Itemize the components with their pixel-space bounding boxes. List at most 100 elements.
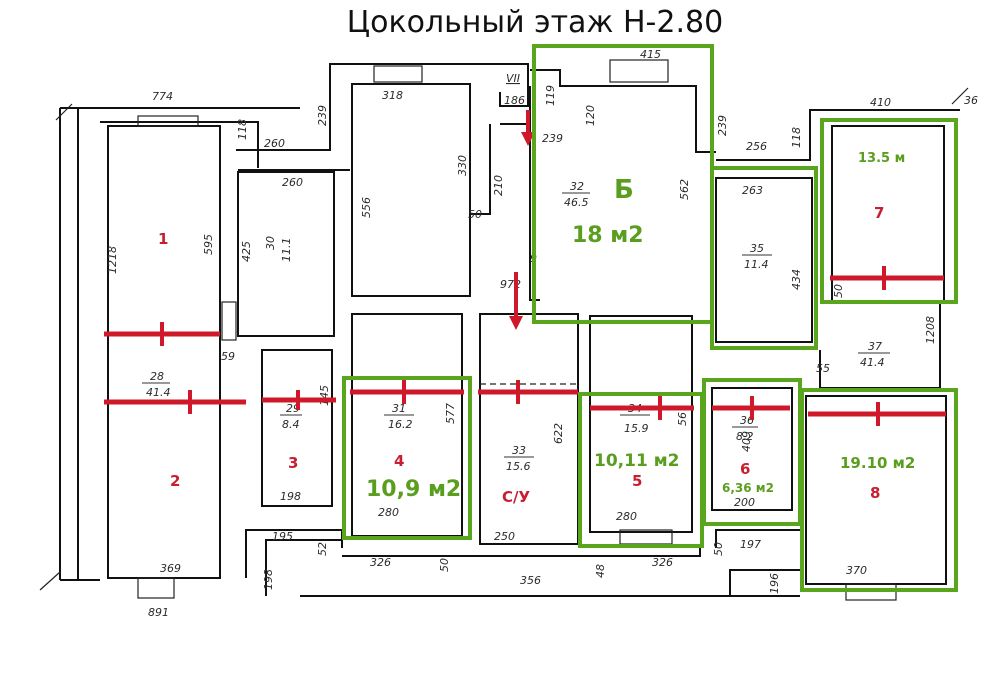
svg-text:256: 256 <box>746 140 767 153</box>
svg-text:1218: 1218 <box>106 246 119 274</box>
svg-text:11.4: 11.4 <box>744 258 769 271</box>
svg-text:56: 56 <box>676 412 689 426</box>
plan-title: Цокольный этаж Н-2.80 <box>347 5 723 40</box>
svg-text:577: 577 <box>444 403 457 424</box>
svg-text:239: 239 <box>542 132 563 145</box>
svg-text:326: 326 <box>652 556 673 569</box>
svg-text:239: 239 <box>316 105 329 126</box>
svg-text:410: 410 <box>870 96 891 109</box>
svg-text:VII: VII <box>506 72 520 85</box>
svg-text:200: 200 <box>734 496 755 509</box>
svg-text:50: 50 <box>438 558 451 572</box>
svg-text:280: 280 <box>616 510 637 523</box>
svg-text:41.4: 41.4 <box>146 386 171 399</box>
svg-text:31: 31 <box>392 402 406 415</box>
svg-text:409: 409 <box>740 431 753 452</box>
svg-text:145: 145 <box>318 385 331 406</box>
room-4-area: 10,9 м2 <box>366 477 461 502</box>
room-1-label: 1 <box>158 230 168 248</box>
svg-text:8.2: 8.2 <box>736 430 754 443</box>
room-5-area: 10,11 м2 <box>594 451 679 471</box>
green-highlights <box>342 44 958 592</box>
room-6-area: 6,36 м2 <box>722 481 774 495</box>
svg-text:434: 434 <box>790 269 803 290</box>
svg-text:1208: 1208 <box>924 316 937 344</box>
dimensions: 774 891 1218 595 369 59 260 425 260 118 … <box>106 48 978 619</box>
room-6-label: 6 <box>740 460 750 478</box>
svg-text:195: 195 <box>272 530 293 543</box>
svg-text:16.2: 16.2 <box>388 418 413 431</box>
svg-text:562: 562 <box>678 179 691 200</box>
walls <box>39 59 969 601</box>
svg-text:280: 280 <box>378 506 399 519</box>
svg-text:32: 32 <box>570 180 584 193</box>
svg-text:774: 774 <box>152 90 173 103</box>
svg-text:55: 55 <box>816 362 830 375</box>
room-b-area: 18 м2 <box>572 223 644 248</box>
svg-text:118: 118 <box>236 119 249 140</box>
svg-text:33: 33 <box>512 444 526 457</box>
svg-text:198: 198 <box>280 490 301 503</box>
svg-text:118: 118 <box>790 127 803 148</box>
svg-text:50: 50 <box>468 208 482 221</box>
svg-text:30: 30 <box>264 236 277 250</box>
svg-text:198: 198 <box>262 569 275 590</box>
svg-text:15.9: 15.9 <box>624 422 649 435</box>
svg-text:239: 239 <box>716 115 729 136</box>
svg-text:260: 260 <box>282 176 303 189</box>
svg-text:8.4: 8.4 <box>282 418 300 431</box>
svg-text:48: 48 <box>594 564 607 578</box>
svg-text:11.1: 11.1 <box>280 238 293 263</box>
svg-text:415: 415 <box>640 48 661 61</box>
svg-text:356: 356 <box>520 574 541 587</box>
room-su-label: С/У <box>502 488 530 506</box>
svg-text:622: 622 <box>552 423 565 444</box>
room-8-area: 19.10 м2 <box>840 454 915 472</box>
room-b-label: Б <box>614 175 634 205</box>
svg-text:119: 119 <box>544 85 557 106</box>
highlight-room-35 <box>710 166 818 350</box>
svg-text:50: 50 <box>712 542 725 556</box>
svg-text:15.6: 15.6 <box>506 460 531 473</box>
room-8-label: 8 <box>870 484 880 502</box>
svg-text:425: 425 <box>240 241 253 262</box>
svg-text:260: 260 <box>264 137 285 150</box>
svg-text:41.4: 41.4 <box>860 356 885 369</box>
svg-text:196: 196 <box>768 573 781 594</box>
svg-text:35: 35 <box>750 242 764 255</box>
svg-text:326: 326 <box>370 556 391 569</box>
area-labels: Б 18 м2 10,9 м2 10,11 м2 6,36 м2 13.5 м … <box>366 151 915 502</box>
svg-text:28: 28 <box>150 370 164 383</box>
highlight-room-4 <box>342 376 472 540</box>
svg-text:186: 186 <box>504 94 525 107</box>
svg-text:556: 556 <box>360 197 373 218</box>
highlight-room-8 <box>800 388 958 592</box>
svg-text:263: 263 <box>742 184 763 197</box>
room-labels: 1 2 3 4 С/У 5 6 7 8 <box>158 204 884 506</box>
svg-text:210: 210 <box>492 175 505 196</box>
svg-text:37: 37 <box>868 340 882 353</box>
svg-text:250: 250 <box>494 530 515 543</box>
highlight-room-7 <box>820 118 958 304</box>
svg-text:59: 59 <box>221 350 235 363</box>
room-7-area: 13.5 м <box>858 151 905 166</box>
svg-text:120: 120 <box>584 105 597 126</box>
svg-text:595: 595 <box>202 234 215 255</box>
red-dividers <box>104 110 946 426</box>
room-2-label: 2 <box>170 472 180 490</box>
svg-text:330: 330 <box>456 155 469 176</box>
room-5-label: 5 <box>632 472 642 490</box>
room-7-label: 7 <box>874 204 884 222</box>
room-4-label: 4 <box>394 452 404 470</box>
room-3-label: 3 <box>288 454 298 472</box>
svg-text:52: 52 <box>316 542 329 556</box>
svg-text:370: 370 <box>846 564 867 577</box>
svg-text:50: 50 <box>832 284 845 298</box>
svg-text:197: 197 <box>740 538 761 551</box>
svg-text:891: 891 <box>148 606 169 619</box>
svg-text:46.5: 46.5 <box>564 196 589 209</box>
svg-text:318: 318 <box>382 89 403 102</box>
svg-text:36: 36 <box>964 94 978 107</box>
svg-text:369: 369 <box>160 562 181 575</box>
